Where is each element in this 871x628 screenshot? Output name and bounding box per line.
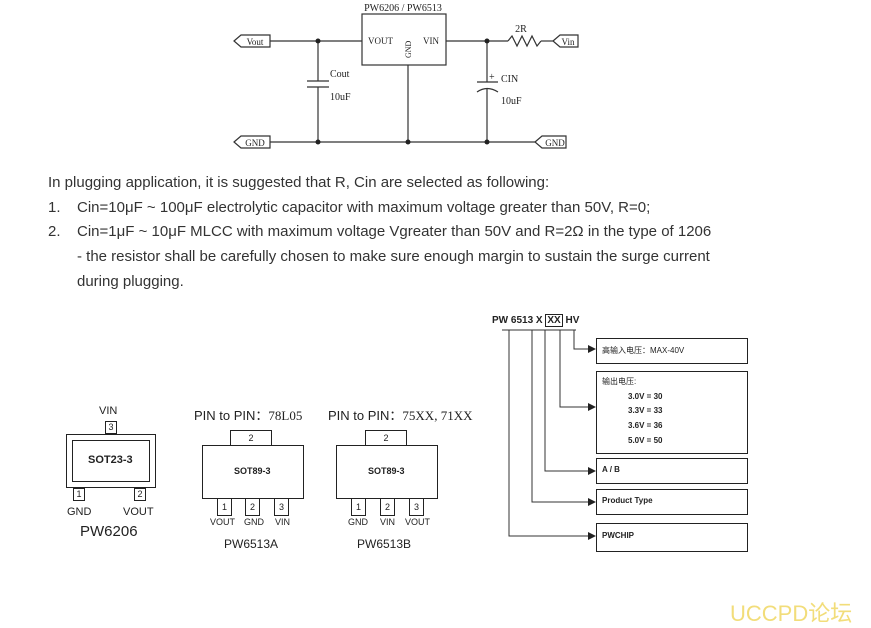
vout-tag-label: Vout bbox=[247, 37, 264, 47]
regulator-circuit: PW6206 / PW6513 Vout Vin GND GND VOUT VI… bbox=[233, 3, 579, 149]
vout-box bbox=[596, 371, 748, 454]
sot89a-pin1-name: VOUT bbox=[210, 517, 236, 527]
cin-value: 10uF bbox=[501, 96, 522, 107]
watermark: UCCPD论坛 bbox=[730, 601, 853, 626]
cin-label: CIN bbox=[501, 74, 518, 85]
vout-option-3: 3.6V = 36 bbox=[628, 421, 663, 430]
sot89a-pin1: 1 bbox=[217, 498, 232, 516]
sot23-pin1: 1 bbox=[73, 488, 85, 501]
sot23-body-label: SOT23-3 bbox=[88, 454, 133, 466]
sot23-pin2: 2 bbox=[134, 488, 146, 501]
note-item-2-num: 2. bbox=[48, 223, 61, 240]
vout-title: 输出电压: bbox=[602, 377, 637, 386]
ab-text: A / B bbox=[602, 465, 620, 474]
sot89a-pin2-name: GND bbox=[244, 517, 264, 527]
sot89b-body-label: SOT89-3 bbox=[368, 466, 405, 476]
sot23-part-name: PW6206 bbox=[80, 523, 138, 540]
ordering-code: PW 6513 X XX HV bbox=[492, 314, 580, 327]
sot89a-caption-part: 78L05 bbox=[268, 408, 303, 423]
sot89a-caption-prefix: PIN to PIN： bbox=[194, 408, 269, 423]
sot89a-body-label: SOT89-3 bbox=[234, 466, 271, 476]
gnd-tag-left-label: GND bbox=[245, 138, 265, 148]
product-type-text: Product Type bbox=[602, 496, 653, 505]
cout-value: 10uF bbox=[330, 92, 351, 103]
sot89a-body bbox=[202, 445, 304, 499]
sot89b-caption-part: 75XX, 71XX bbox=[402, 408, 473, 423]
sot89b-part-name: PW6513B bbox=[357, 537, 412, 551]
hv-box bbox=[596, 338, 748, 364]
cin-plus: + bbox=[489, 72, 495, 83]
sot89b-caption-prefix: PIN to PIN： bbox=[328, 408, 403, 423]
sot89b-pin3: 3 bbox=[409, 498, 424, 516]
cout-label: Cout bbox=[330, 69, 350, 80]
note-item-2-text: Cin=1μF ~ 10μF MLCC with maximum voltage… bbox=[77, 223, 712, 240]
ic-gnd-pin: GND bbox=[404, 40, 413, 58]
resistor-label: 2R bbox=[515, 24, 527, 35]
vout-option-2: 3.3V = 33 bbox=[628, 406, 663, 415]
sot89a-pin3: 3 bbox=[274, 498, 289, 516]
notes-intro: In plugging application, it is suggested… bbox=[48, 174, 550, 191]
sot23-inner bbox=[72, 440, 150, 482]
sot89b-pin2: 2 bbox=[380, 498, 395, 516]
sot89a-caption: PIN to PIN：78L05 bbox=[194, 405, 302, 424]
sot89b-pin3-name: VOUT bbox=[405, 517, 431, 527]
sot89b-pin2-name: VIN bbox=[380, 517, 396, 527]
vout-option-1: 3.0V = 30 bbox=[628, 392, 663, 401]
vout-option-4: 5.0V = 50 bbox=[628, 436, 663, 445]
note-item-1-text: Cin=10μF ~ 100μF electrolytic capacitor … bbox=[77, 199, 651, 216]
note-item-2-continuation: - the resistor shall be carefully chosen… bbox=[77, 248, 710, 265]
vin-tag-label: Vin bbox=[562, 37, 575, 47]
pwchip-box bbox=[596, 523, 748, 552]
sot89a-pin2: 2 bbox=[245, 498, 260, 516]
sot23-pin3: 3 bbox=[105, 421, 117, 434]
ordering-tree-lines bbox=[502, 329, 596, 540]
ic-vin-pin: VIN bbox=[423, 36, 439, 46]
ic-vout-pin: VOUT bbox=[368, 36, 393, 46]
sot23-pin2-name: VOUT bbox=[123, 506, 154, 518]
ab-box bbox=[596, 458, 748, 484]
sot89b-caption: PIN to PIN：75XX, 71XX bbox=[328, 405, 472, 424]
ordering-code-hv: HV bbox=[565, 315, 580, 326]
gnd-tag-right-label: GND bbox=[545, 138, 565, 148]
sot89b-pin1-name: GND bbox=[348, 517, 368, 527]
note-item-2-continuation-2: during plugging. bbox=[77, 273, 184, 290]
sot89a-pin3-name: VIN bbox=[275, 517, 291, 527]
sot23-pin3-name: VIN bbox=[99, 405, 118, 417]
product-type-box bbox=[596, 489, 748, 515]
note-item-1-num: 1. bbox=[48, 199, 61, 216]
circuit-title: PW6206 / PW6513 bbox=[364, 3, 442, 14]
sot89a-part-name: PW6513A bbox=[224, 537, 279, 551]
sot23-pin1-name: GND bbox=[67, 506, 92, 518]
ordering-code-voltage: XX bbox=[545, 314, 563, 327]
pwchip-text: PWCHIP bbox=[602, 531, 634, 540]
hv-text: 高输入电压：MAX-40V bbox=[602, 346, 685, 355]
sot89b-pin1: 1 bbox=[351, 498, 366, 516]
ordering-code-prefix: PW 6513 X bbox=[492, 315, 543, 326]
